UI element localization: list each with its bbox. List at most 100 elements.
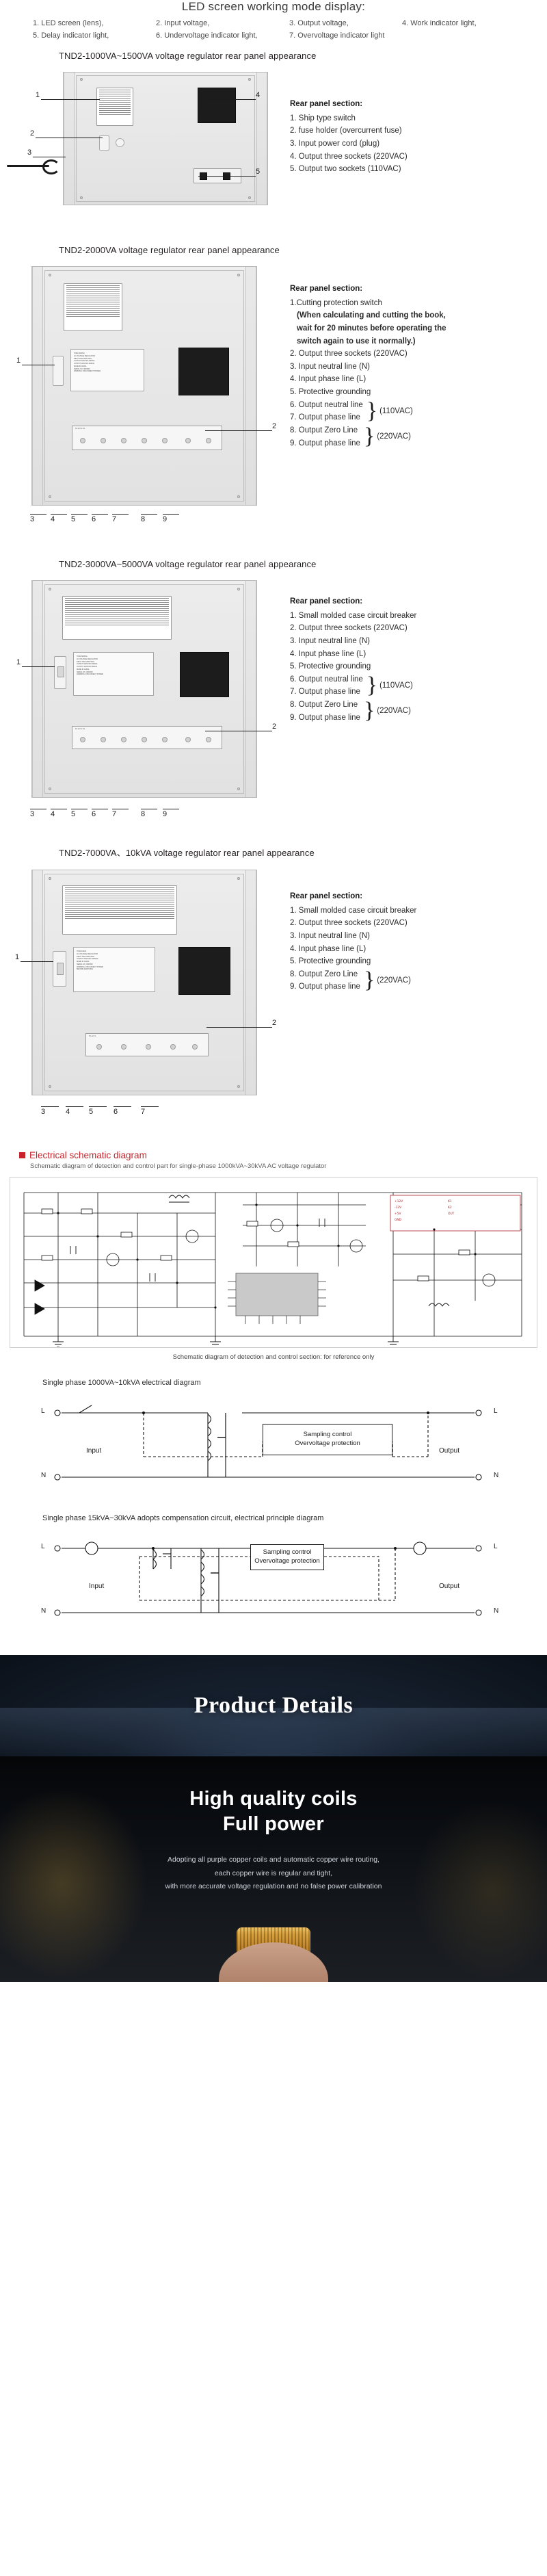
ship-type-switch[interactable] (99, 135, 109, 151)
spec-item: 4. Input phase line (L) (290, 944, 366, 953)
led-legend-item: 1. LED screen (lens), (33, 19, 104, 27)
callout-9: 9 (163, 515, 168, 523)
callout-3: 3 (41, 1108, 46, 1116)
callout-1: 1 (16, 356, 21, 365)
callout-6: 6 (92, 515, 96, 523)
svg-text:K1: K1 (448, 1199, 452, 1204)
label-L-output: L (494, 1407, 498, 1415)
single-phase-diagram-2: Single phase 15kVA~30kVA adopts compensa… (0, 1514, 547, 1632)
label-L-input: L (41, 1543, 45, 1550)
output-three-sockets[interactable] (178, 947, 230, 995)
callout-8: 8 (141, 810, 146, 818)
terminal-block[interactable]: N L E N L N L (72, 726, 222, 749)
coils-heading-line-1: High quality coils (189, 1788, 358, 1810)
led-legend-item: 2. Input voltage, (156, 19, 210, 27)
callout-6: 6 (114, 1108, 118, 1116)
output-three-sockets[interactable] (198, 88, 236, 123)
callout-1: 1 (36, 91, 40, 99)
callout-4: 4 (51, 515, 55, 523)
callout-3: 3 (27, 148, 32, 157)
spec-heading: Rear panel section: (290, 597, 363, 606)
cutting-protection-switch[interactable] (53, 356, 64, 386)
spec-list-1000va: Rear panel section: 1. Ship type switch … (290, 98, 408, 176)
coils-desc-line-1: Adopting all purple copper coils and aut… (168, 1856, 379, 1864)
callout-3: 3 (30, 810, 35, 818)
label-L-output: L (494, 1543, 498, 1550)
terminal-screws (72, 437, 222, 447)
svg-text:+12V: +12V (395, 1199, 403, 1204)
product-details-banner: Product Details (0, 1655, 547, 1756)
callout-5: 5 (256, 168, 261, 176)
control-box-line-1: Sampling control (263, 1548, 312, 1557)
vent-grille-icon (62, 596, 172, 640)
output-three-sockets[interactable] (178, 348, 229, 395)
electrical-schematic-section: Electrical schematic diagram Schematic d… (0, 1150, 547, 1361)
spec-item: 1. Small molded case circuit breaker (290, 611, 417, 620)
spec-item: 7. Output phase line (290, 688, 360, 697)
terminal-screws (85, 1043, 209, 1054)
spec-brace-group-110vac: 6. Output neutral line 7. Output phase l… (290, 673, 416, 699)
output-three-sockets[interactable] (180, 652, 229, 697)
vent-grille-icon (64, 283, 122, 331)
spec-item-note: (When calculating and cutting the book, … (297, 311, 446, 346)
label-N-output: N (494, 1472, 499, 1479)
coils-description: Adopting all purple copper coils and aut… (0, 1853, 547, 1893)
control-box-line-2: Overvoltage protection (295, 1440, 360, 1447)
callout-7: 7 (141, 1108, 146, 1116)
coils-desc-line-2: each copper wire is regular and tight, (214, 1869, 333, 1877)
led-legend-row-1: 1. LED screen (lens), 2. Input voltage, … (0, 19, 547, 27)
coils-heading-line-2: Full power (223, 1813, 324, 1836)
spec-brace-group-220vac: 8. Output Zero Line 9. Output phase line… (290, 424, 449, 450)
palm (219, 1942, 328, 1982)
label-N-input: N (41, 1607, 46, 1615)
control-box-2: Sampling control Overvoltage protection (250, 1544, 324, 1570)
led-legend: LED screen working mode display: 1. LED … (0, 0, 547, 51)
spec-item: 9. Output phase line (290, 713, 360, 722)
glow-left (0, 1784, 150, 1982)
terminal-block[interactable]: N L E N L N L (72, 426, 222, 450)
callout-1: 1 (16, 658, 21, 666)
spec-list-3000va: Rear panel section: 1. Small molded case… (290, 595, 416, 724)
banner-title: Product Details (194, 1693, 353, 1718)
callout-7: 7 (112, 810, 117, 818)
callout-5: 5 (71, 810, 76, 818)
callout-7: 7 (112, 515, 117, 523)
callout-4: 4 (66, 1108, 70, 1116)
spec-heading: Rear panel section: (290, 892, 363, 900)
fuse-holder[interactable] (116, 138, 124, 147)
coils-feature-section: High quality coils Full power Adopting a… (0, 1756, 547, 1982)
label-N-input: N (41, 1472, 46, 1479)
spec-item: 4. Output three sockets (220VAC) (290, 152, 408, 161)
svg-text:GND: GND (395, 1218, 402, 1222)
schematic-caption: Schematic diagram of detection and contr… (172, 1353, 375, 1361)
spec-item: 4. Input phase line (L) (290, 375, 366, 384)
brace-icon: } (366, 673, 378, 699)
led-legend-item: 5. Delay indicator light, (33, 31, 109, 40)
brace-voltage-label: (220VAC) (377, 707, 411, 716)
spec-item: 4. Input phase line (L) (290, 649, 366, 658)
callout-5: 5 (71, 515, 76, 523)
callout-4: 4 (51, 810, 55, 818)
spec-item: 2. Output three sockets (220VAC) (290, 624, 408, 633)
led-legend-row-2: 5. Delay indicator light, 6. Undervoltag… (0, 31, 547, 40)
svg-text:+5V: +5V (395, 1212, 401, 1216)
block-title: TND2-1000VA~1500VA voltage regulator rea… (59, 51, 317, 61)
molded-case-circuit-breaker[interactable] (54, 656, 66, 689)
spec-item: 1. Ship type switch (290, 114, 356, 122)
spec-list-7000va: Rear panel section: 1. Small molded case… (290, 890, 416, 993)
single-phase-1-title: Single phase 1000VA~10kVA electrical dia… (42, 1379, 201, 1387)
spec-item: 5. Protective grounding (290, 662, 371, 671)
schematic-diagram: +12V -12V +5V GND K1 K2 OUT (10, 1177, 537, 1348)
molded-case-circuit-breaker[interactable] (53, 951, 66, 987)
spec-item: 3. Input power cord (plug) (290, 139, 380, 148)
label-input: Input (86, 1447, 102, 1455)
spec-heading: Rear panel section: (290, 100, 363, 108)
callout-5: 5 (89, 1108, 94, 1116)
input-power-cord (7, 157, 66, 181)
spec-item: 8. Output Zero Line (290, 970, 358, 978)
control-box-line-2: Overvoltage protection (254, 1557, 320, 1565)
svg-text:-12V: -12V (395, 1206, 401, 1210)
hand-holding-coil-image (171, 1912, 376, 1982)
callout-9: 9 (163, 810, 168, 818)
spec-item: 9. Output phase line (290, 439, 360, 447)
